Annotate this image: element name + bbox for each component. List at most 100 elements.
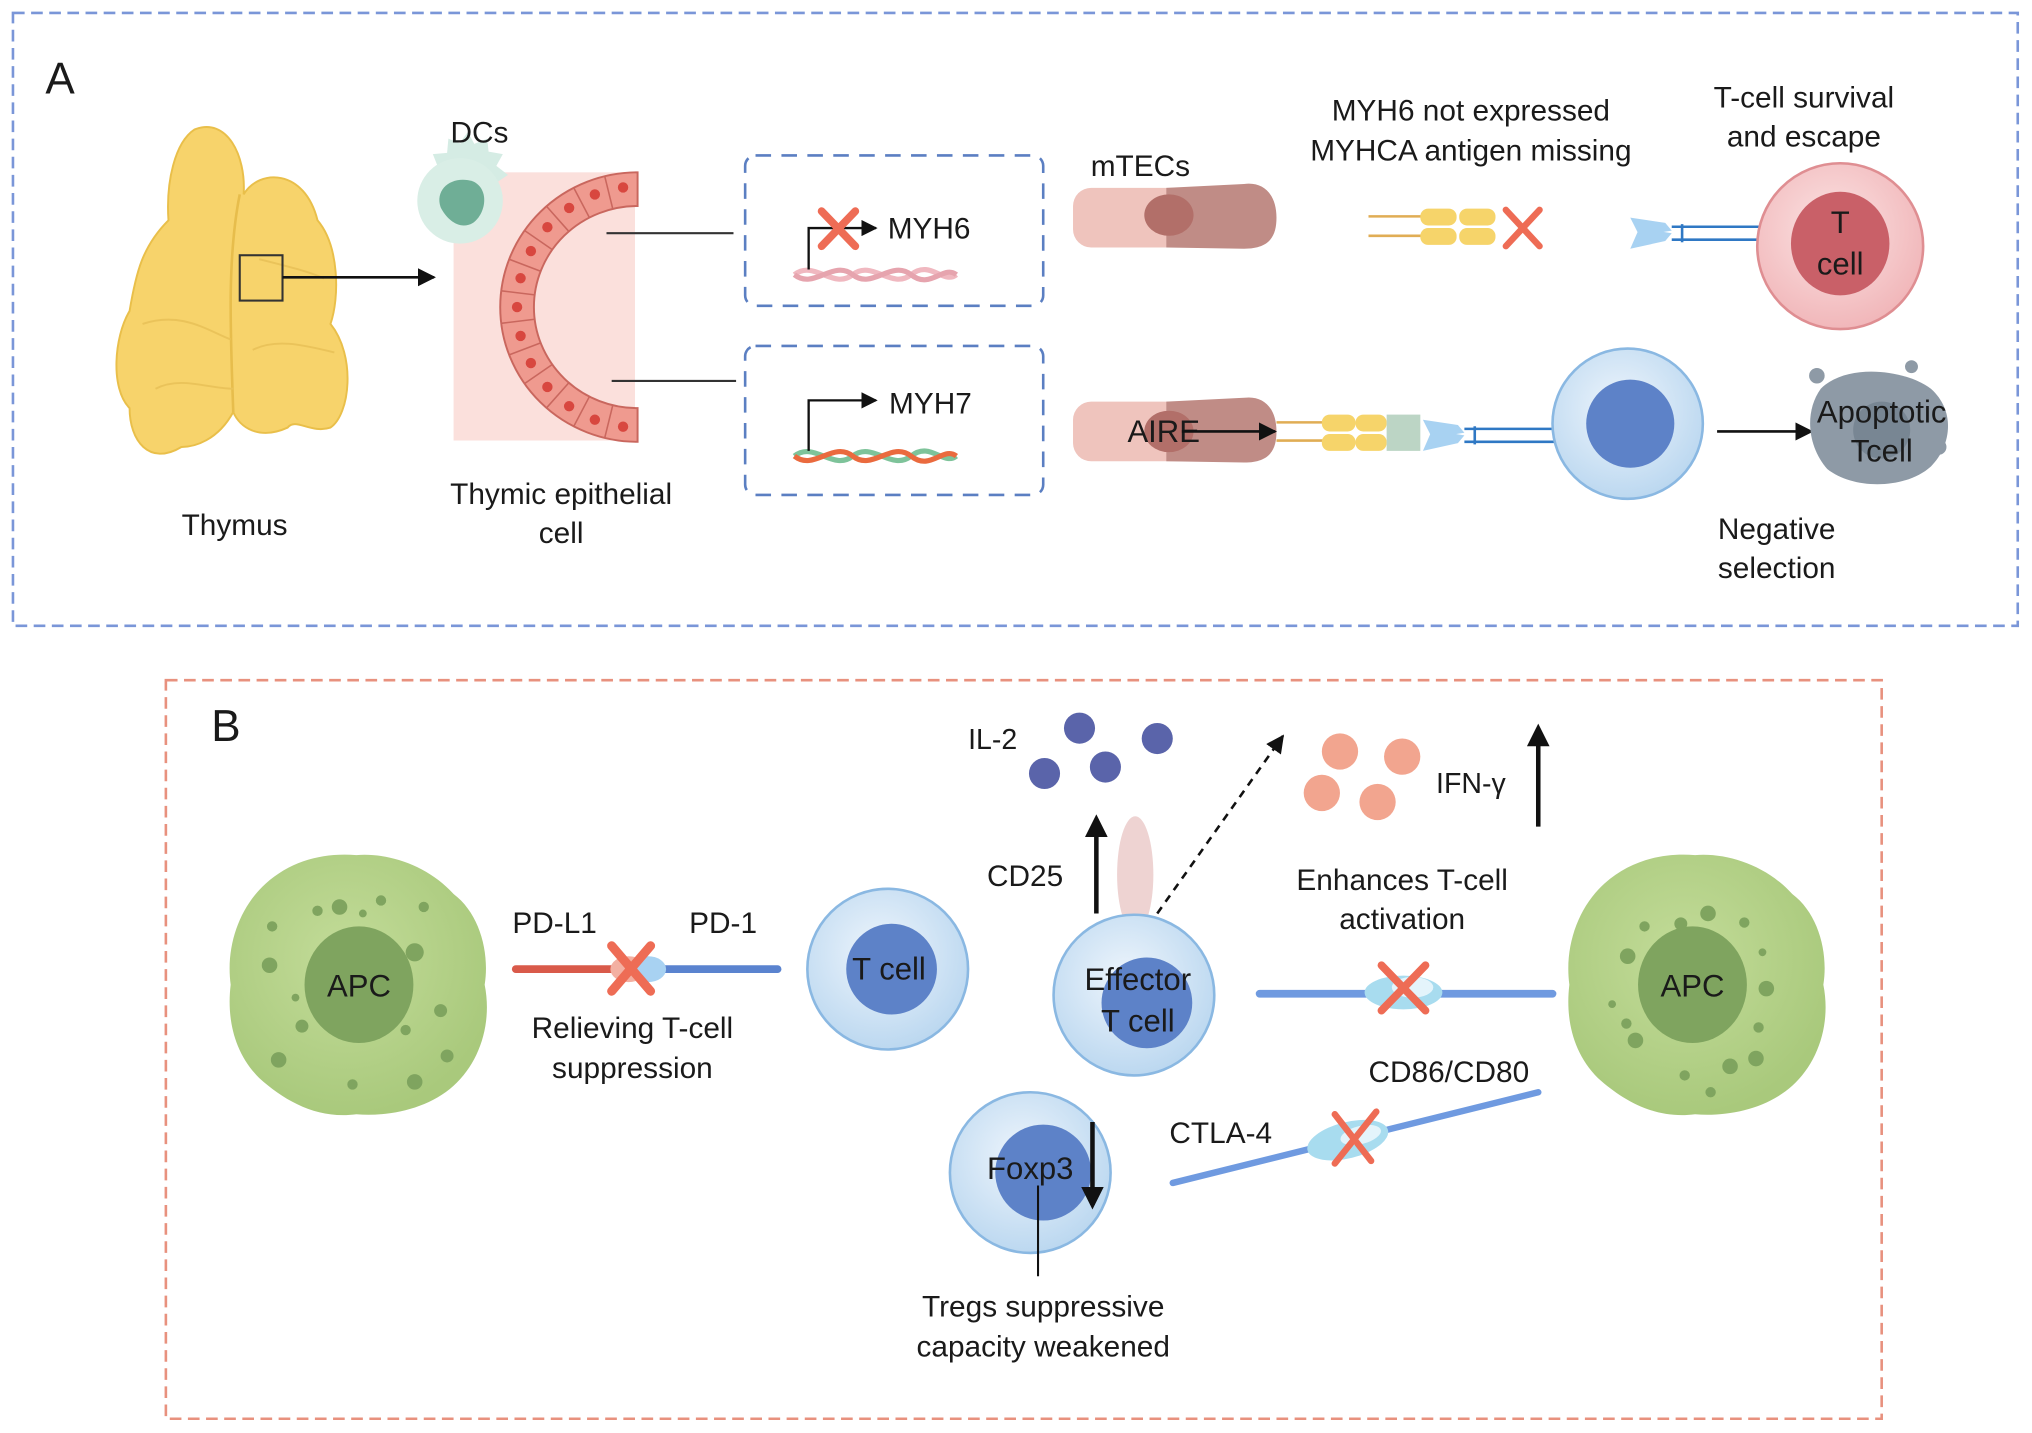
epithelial-cell-boundary [508, 258, 541, 272]
self-antigen [1386, 414, 1421, 451]
tcr-receptor-top [1630, 217, 1763, 249]
cd86-cd80-label: CD86/CD80 [1369, 1056, 1530, 1089]
epithelial-nucleus [617, 421, 629, 432]
thymus-label: Thymus [182, 509, 288, 542]
myh6-label: MYH6 [888, 212, 971, 245]
panel-b: B APC PD-L1 PD-1 Relieving T-cell suppre… [164, 678, 1883, 1421]
panel-a-border [11, 11, 2020, 628]
effector-t-cell: Effector T cell [1052, 913, 1216, 1077]
epithelial-nucleus [542, 381, 553, 393]
epithelial-nucleus [617, 182, 629, 193]
epithelial-nucleus [589, 189, 601, 200]
promoter-arrow-myh7 [807, 392, 878, 451]
inhibit-x-icon [817, 207, 860, 251]
mhc-antigen-missing [1368, 208, 1496, 245]
cd25-receptor [1117, 816, 1154, 933]
cd25-label: CD25 [987, 860, 1063, 893]
il2-molecules [1028, 712, 1173, 790]
relieving-line2: suppression [552, 1052, 713, 1085]
epithelial-cell-boundary [524, 229, 553, 251]
pd1-label: PD-1 [689, 907, 757, 940]
surviving-t-cell: T cell [1755, 161, 1925, 331]
tcell-red-line1: T [1831, 205, 1850, 240]
dendritic-cell-icon [417, 132, 508, 244]
epithelial-cell-boundary [501, 290, 535, 296]
panel-b-letter: B [211, 702, 240, 751]
antigen-missing-line1: MYH6 not expressed [1332, 94, 1610, 127]
dcs-label: DCs [451, 117, 509, 150]
myh7-label: MYH7 [889, 387, 972, 420]
epithelial-nucleus [515, 330, 526, 342]
epithelial-cell-boundary [603, 405, 614, 439]
pdl1-label: PD-L1 [512, 907, 596, 940]
naive-t-cell: T cell [806, 887, 970, 1051]
epithelial-cell-boundary [573, 187, 591, 218]
promoter-arrow-myh6 [807, 219, 878, 270]
epithelial-nucleus [525, 357, 537, 369]
apc-right-label: APC [1661, 968, 1725, 1003]
apoptotic-line2: Tcell [1851, 433, 1913, 468]
ctla4-label: CTLA-4 [1169, 1117, 1272, 1150]
cd28-block-x-icon [1377, 961, 1430, 1015]
missing-x-icon [1502, 206, 1543, 250]
foxp3-label: Foxp3 [987, 1151, 1073, 1186]
negative-selection-line1: Negative [1718, 513, 1836, 546]
epithelial-cell-boundary [501, 318, 535, 325]
myh6-gene-box: MYH6 [743, 154, 1045, 308]
thymic-epithelial-label-line1: Thymic epithelial [450, 478, 672, 511]
tcr-receptor-bottom [1422, 419, 1556, 451]
epithelial-cell-boundary [573, 396, 591, 427]
enhances-line2: activation [1339, 903, 1465, 936]
epithelial-nucleus [542, 221, 553, 233]
pdl1-pd1-interaction [511, 956, 782, 983]
apc-left: APC [229, 854, 487, 1116]
effector-line1: Effector [1085, 962, 1192, 997]
apoptotic-line1: Apoptotic [1817, 394, 1947, 429]
thymic-epithelial-label-line2: cell [539, 517, 584, 550]
epithelial-nucleus [525, 245, 537, 257]
ifng-label: IFN-γ [1436, 768, 1506, 800]
epithelial-cell-boundary [524, 363, 553, 385]
epithelial-nucleus [563, 202, 575, 214]
epithelial-nucleus [511, 301, 523, 313]
pd-block-x-icon [607, 941, 656, 996]
tregs-line1: Tregs suppressive [922, 1290, 1164, 1323]
apc-left-label: APC [327, 968, 391, 1003]
epithelial-nucleus [563, 401, 575, 412]
tregs-line2: capacity weakened [916, 1331, 1169, 1364]
negative-selection-line2: selection [1718, 552, 1836, 585]
effector-line2: T cell [1101, 1003, 1175, 1038]
thymic-epithelial-cell-icon [499, 171, 639, 443]
panel-a: A Thymus DCs Thymic epithelial cell [11, 11, 2020, 628]
il2-label: IL-2 [968, 724, 1017, 756]
survival-label-line1: T-cell survival [1714, 82, 1895, 115]
myh7-gene-box: MYH7 [743, 344, 1045, 497]
ifng-dashed-arrow [1156, 734, 1285, 915]
panel-a-letter: A [45, 54, 75, 103]
epithelial-cell-boundary [508, 342, 541, 356]
ctla4-block-x-icon [1331, 1108, 1380, 1167]
developing-t-cell [1551, 347, 1705, 501]
thymus-icon [115, 126, 349, 455]
epithelial-cell-boundary [603, 176, 614, 210]
epithelial-nucleus [515, 273, 526, 284]
mtecs-label: mTECs [1091, 150, 1190, 183]
ifng-molecules [1303, 733, 1421, 821]
enhances-line1: Enhances T-cell [1296, 864, 1507, 897]
tcell-red-line2: cell [1817, 247, 1864, 282]
mhc-antigen-presented [1276, 414, 1421, 451]
survival-label-line2: and escape [1727, 120, 1881, 153]
relieving-line1: Relieving T-cell [532, 1012, 734, 1045]
epithelial-nucleus [589, 414, 601, 425]
epithelial-cell-boundary [545, 382, 570, 409]
mtec-cell-top [1073, 183, 1277, 249]
apoptotic-t-cell: Apoptotic Tcell [1809, 360, 1949, 485]
thymus-zoom-box [238, 254, 284, 302]
tcell-label: T cell [852, 952, 926, 987]
apc-right: APC [1568, 854, 1826, 1116]
treg-cell: Foxp3 [948, 1090, 1112, 1255]
antigen-missing-line2: MYHCA antigen missing [1310, 135, 1631, 168]
mtec-cell-aire [1073, 397, 1277, 463]
panel-b-border [164, 678, 1883, 1421]
